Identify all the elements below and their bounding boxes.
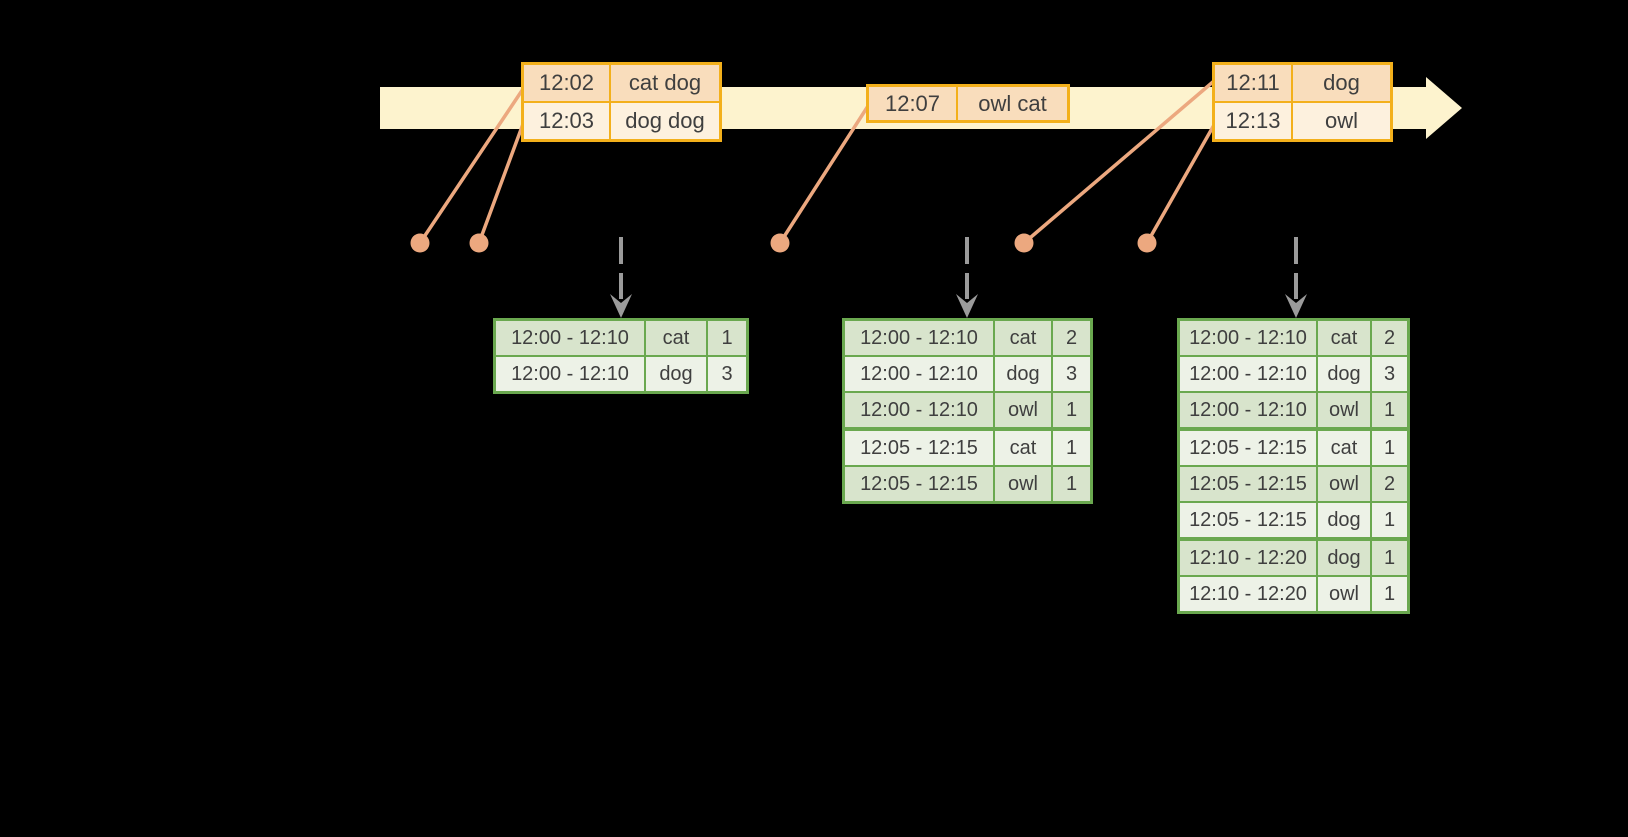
result-row: 12:00 - 12:10 dog 3 <box>496 357 746 391</box>
window-cell: 12:05 - 12:15 <box>845 431 993 465</box>
event-words-cell: cat dog <box>611 65 719 101</box>
result-row: 12:10 - 12:20 dog 1 <box>1180 541 1407 575</box>
event-dot <box>410 233 430 253</box>
result-row: 12:05 - 12:15 owl 1 <box>845 467 1090 501</box>
count-cell: 3 <box>1372 357 1407 391</box>
result-table-1: 12:00 - 12:10 cat 1 12:00 - 12:10 dog 3 <box>493 318 749 394</box>
window-cell: 12:00 - 12:10 <box>845 321 993 355</box>
word-cell: dog <box>1318 541 1370 575</box>
count-cell: 1 <box>1053 467 1090 501</box>
result-table-3: 12:00 - 12:10 cat 2 12:00 - 12:10 dog 3 … <box>1177 318 1410 614</box>
result-row: 12:05 - 12:15 cat 1 <box>1180 431 1407 465</box>
event-words-cell: owl cat <box>958 87 1067 120</box>
event-connector-line <box>1022 79 1216 245</box>
trigger-arrow <box>1285 237 1307 318</box>
event-table-1: 12:02 cat dog 12:03 dog dog <box>521 62 722 142</box>
word-cell: cat <box>995 431 1051 465</box>
count-cell: 3 <box>708 357 746 391</box>
window-cell: 12:00 - 12:10 <box>496 321 644 355</box>
event-row: 12:02 cat dog <box>524 65 719 101</box>
count-cell: 3 <box>1053 357 1090 391</box>
result-row: 12:05 - 12:15 dog 1 <box>1180 503 1407 537</box>
event-connector-line <box>477 122 525 245</box>
count-cell: 1 <box>1372 503 1407 537</box>
count-cell: 1 <box>1372 393 1407 427</box>
count-cell: 1 <box>708 321 746 355</box>
count-cell: 2 <box>1053 321 1090 355</box>
count-cell: 1 <box>1053 431 1090 465</box>
window-cell: 12:00 - 12:10 <box>496 357 644 391</box>
window-cell: 12:05 - 12:15 <box>1180 503 1316 537</box>
word-cell: owl <box>1318 393 1370 427</box>
window-cell: 12:05 - 12:15 <box>845 467 993 501</box>
count-cell: 1 <box>1372 431 1407 465</box>
window-cell: 12:00 - 12:10 <box>845 357 993 391</box>
count-cell: 2 <box>1372 321 1407 355</box>
word-cell: owl <box>995 393 1051 427</box>
result-row: 12:00 - 12:10 dog 3 <box>845 357 1090 391</box>
timeline-arrow-head-icon <box>1426 77 1462 139</box>
word-cell: dog <box>646 357 706 391</box>
word-cell: cat <box>995 321 1051 355</box>
event-row: 12:11 dog <box>1215 65 1390 101</box>
window-cell: 12:10 - 12:20 <box>1180 541 1316 575</box>
window-cell: 12:00 - 12:10 <box>1180 393 1316 427</box>
event-time-cell: 12:03 <box>524 103 609 139</box>
count-cell: 1 <box>1053 393 1090 427</box>
event-time-cell: 12:02 <box>524 65 609 101</box>
result-row: 12:00 - 12:10 cat 1 <box>496 321 746 355</box>
word-cell: dog <box>995 357 1051 391</box>
event-time-cell: 12:11 <box>1215 65 1291 101</box>
window-cell: 12:00 - 12:10 <box>845 393 993 427</box>
event-table-3: 12:11 dog 12:13 owl <box>1212 62 1393 142</box>
event-words-cell: owl <box>1293 103 1390 139</box>
result-row: 12:05 - 12:15 owl 2 <box>1180 467 1407 501</box>
event-words-cell: dog dog <box>611 103 719 139</box>
event-words-cell: dog <box>1293 65 1390 101</box>
result-row: 12:10 - 12:20 owl 1 <box>1180 577 1407 611</box>
window-cell: 12:10 - 12:20 <box>1180 577 1316 611</box>
word-cell: cat <box>646 321 706 355</box>
word-cell: cat <box>1318 321 1370 355</box>
word-cell: dog <box>1318 503 1370 537</box>
result-row: 12:00 - 12:10 cat 2 <box>845 321 1090 355</box>
result-row: 12:00 - 12:10 owl 1 <box>845 393 1090 427</box>
event-dot <box>770 233 790 253</box>
event-time-cell: 12:13 <box>1215 103 1291 139</box>
result-row: 12:05 - 12:15 cat 1 <box>845 431 1090 465</box>
result-table-2: 12:00 - 12:10 cat 2 12:00 - 12:10 dog 3 … <box>842 318 1093 504</box>
word-cell: dog <box>1318 357 1370 391</box>
event-dot <box>1137 233 1157 253</box>
window-cell: 12:00 - 12:10 <box>1180 321 1316 355</box>
count-cell: 1 <box>1372 541 1407 575</box>
event-row: 12:07 owl cat <box>869 87 1067 120</box>
event-connector-line <box>778 104 870 245</box>
window-cell: 12:00 - 12:10 <box>1180 357 1316 391</box>
word-cell: owl <box>995 467 1051 501</box>
word-cell: cat <box>1318 431 1370 465</box>
event-time-cell: 12:07 <box>869 87 956 120</box>
event-row: 12:03 dog dog <box>524 103 719 139</box>
event-connector-line <box>1145 123 1216 245</box>
event-table-2: 12:07 owl cat <box>866 84 1070 123</box>
event-connector-line <box>418 87 525 245</box>
event-dot <box>1014 233 1034 253</box>
word-cell: owl <box>1318 577 1370 611</box>
result-row: 12:00 - 12:10 cat 2 <box>1180 321 1407 355</box>
trigger-arrow <box>956 237 978 318</box>
event-dot <box>469 233 489 253</box>
count-cell: 1 <box>1372 577 1407 611</box>
event-row: 12:13 owl <box>1215 103 1390 139</box>
window-cell: 12:05 - 12:15 <box>1180 467 1316 501</box>
window-cell: 12:05 - 12:15 <box>1180 431 1316 465</box>
trigger-arrow <box>610 237 632 318</box>
word-cell: owl <box>1318 467 1370 501</box>
count-cell: 2 <box>1372 467 1407 501</box>
result-row: 12:00 - 12:10 dog 3 <box>1180 357 1407 391</box>
result-row: 12:00 - 12:10 owl 1 <box>1180 393 1407 427</box>
